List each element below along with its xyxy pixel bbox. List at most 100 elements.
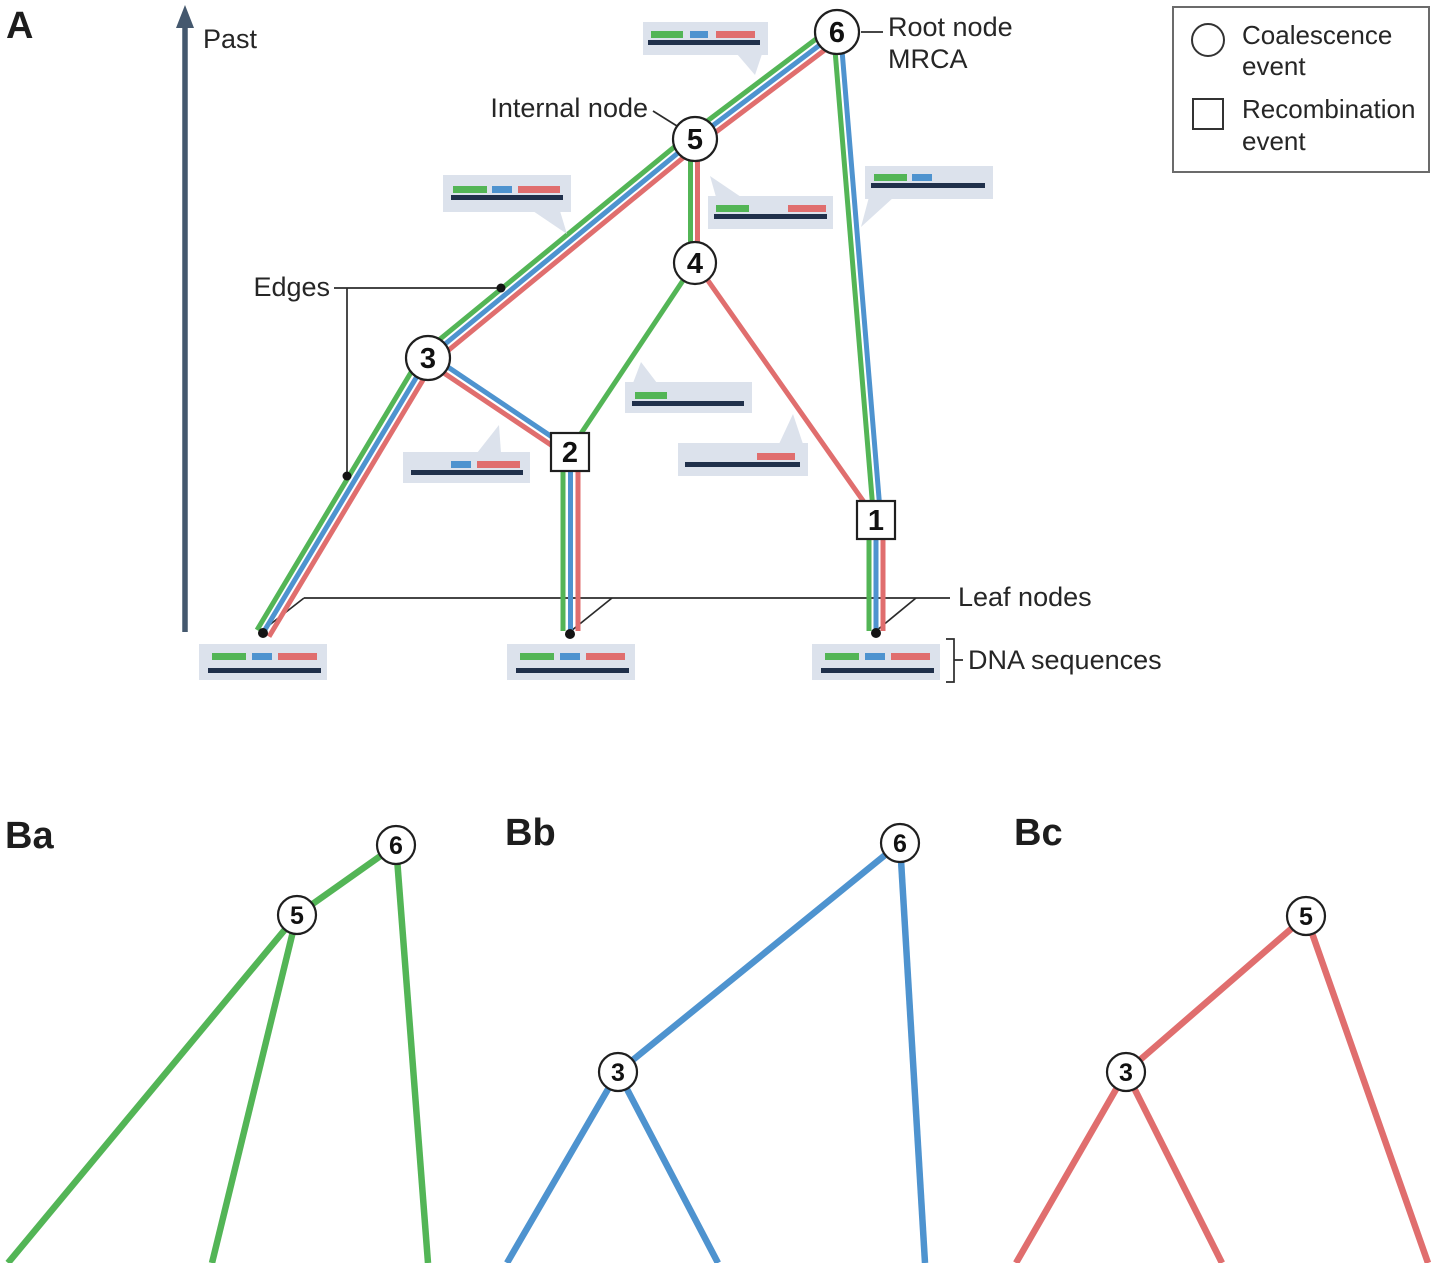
callout-tail-icon [737, 54, 762, 75]
callout-edge-2-4 [625, 362, 752, 413]
panel-bc-label: Bc [1014, 812, 1063, 854]
arg-edges-green [254, 24, 875, 632]
edge-3-5-blue [426, 137, 697, 360]
panel-ba-label: Ba [5, 815, 54, 857]
dna-backbone [871, 183, 985, 188]
edge-3-5-green [422, 131, 693, 355]
recombination-square-icon [549, 431, 591, 473]
edge-1-6-green [831, 31, 875, 505]
edge-dot-lower [342, 471, 352, 481]
dna-segment-red [716, 31, 755, 38]
node-label: 2 [562, 437, 578, 469]
dna-box [812, 644, 940, 680]
pointer-dots [258, 283, 881, 639]
callout-tail-icon [710, 176, 741, 197]
arg-nodes: 6 5 4 3 2 1 [404, 8, 897, 541]
callout-box [443, 175, 571, 212]
internal-node-label: Internal node [490, 93, 648, 123]
callout-tail-icon [779, 414, 803, 444]
time-axis [176, 5, 194, 632]
dna-segment-blue [690, 31, 708, 38]
node-label: 3 [611, 1059, 625, 1087]
bb-edge-6-leaf [896, 842, 929, 1263]
legend-item-coalescence: Coalescence event [1190, 20, 1414, 82]
coalescence-circle-icon [1285, 895, 1327, 937]
dna-segment-green [651, 31, 683, 38]
coalescence-circle-icon [597, 1051, 639, 1093]
node-label: 3 [1119, 1059, 1133, 1087]
dna-segment-blue [560, 653, 580, 660]
arg-edges-blue [260, 30, 882, 635]
dna-backbone [451, 195, 563, 200]
mrca-label: MRCA [888, 44, 968, 74]
callout-edge-1-6 [861, 166, 993, 227]
callout-box [643, 22, 768, 55]
ba-edge-6-leaf [392, 844, 432, 1263]
dna-segment-red [586, 653, 625, 660]
node-label: 6 [389, 832, 403, 860]
dna-segment-green [453, 186, 487, 193]
ba-edge-5-leaf-mid [208, 914, 301, 1263]
dna-backbone [632, 401, 744, 406]
callout-tail-icon [861, 197, 894, 227]
edge-3-2-red [424, 358, 565, 456]
node-6-coalescence: 6 [813, 8, 861, 56]
callout-edge-3-5 [443, 175, 571, 234]
dna-backbone [208, 668, 321, 673]
edge-4-1-red [694, 263, 874, 514]
coalescence-circle-icon [672, 240, 718, 286]
dna-segment-green [716, 205, 749, 212]
callout-edge-5-6 [643, 22, 768, 75]
legend-box: Coalescence event Recombination event [1172, 6, 1430, 173]
legend-label: Coalescence event [1242, 20, 1393, 82]
dna-backbone [516, 668, 629, 673]
dna-segment-blue [451, 461, 471, 468]
edge-5-6-red [697, 35, 843, 147]
coalescence-circle-icon [404, 334, 452, 382]
dna-sequences-label: DNA sequences [968, 645, 1162, 675]
edge-leafA-3-green [254, 352, 425, 632]
node-label: 6 [893, 830, 907, 858]
callout-tail-icon [633, 362, 657, 383]
edge-2-4-green [567, 262, 697, 452]
callout-edge-1-4 [678, 414, 808, 476]
dna-segment-red [788, 205, 826, 212]
root-node-label: Root node [888, 12, 1013, 42]
edge-leafA-3-blue [260, 356, 431, 635]
coalescence-circle-icon [671, 115, 719, 163]
dna-sequence-leaf-a [199, 644, 327, 680]
dna-segment-blue [865, 653, 885, 660]
ba-edge-5-leaf-left [5, 912, 300, 1263]
bc-edge-3-leaf-right [1123, 1070, 1225, 1263]
coalescence-circle-icon [813, 8, 861, 56]
bc-edge-3-5 [1123, 913, 1309, 1075]
recombination-square-icon [855, 499, 897, 541]
recombination-square-icon [1190, 96, 1226, 132]
node-3-coalescence: 3 [404, 334, 452, 382]
bc-edge-5-leaf [1302, 914, 1432, 1263]
panel-a-label: A [6, 5, 33, 47]
leaf-node-a-dot [258, 628, 268, 638]
dna-sequence-leaf-b [507, 644, 635, 680]
node-label: 5 [290, 902, 304, 930]
edge-dot-upper [496, 283, 506, 293]
node-label: 4 [687, 248, 703, 280]
bb-edge-3-leaf-right [615, 1070, 721, 1263]
dna-segment-red [891, 653, 930, 660]
edge-3-5-red [430, 142, 701, 366]
bb-edge-3-6 [615, 840, 903, 1075]
dna-backbone [411, 470, 523, 475]
edge-1-6-blue [838, 31, 882, 505]
node-2-recombination: 2 [549, 431, 591, 473]
dna-box [507, 644, 635, 680]
coalescence-circle-icon [375, 824, 417, 866]
node-label: 6 [829, 17, 845, 49]
tree-Bb: Bb 3 6 [504, 812, 929, 1263]
dna-segment-green [520, 653, 554, 660]
node-4-coalescence: 4 [672, 240, 718, 286]
node-1-recombination: 1 [855, 499, 897, 541]
bc-edge-3-leaf-left [1013, 1070, 1129, 1263]
ba-edge-5-6 [295, 842, 398, 918]
coalescence-circle-icon [276, 894, 318, 936]
tree-Ba: Ba 5 6 [5, 815, 432, 1263]
